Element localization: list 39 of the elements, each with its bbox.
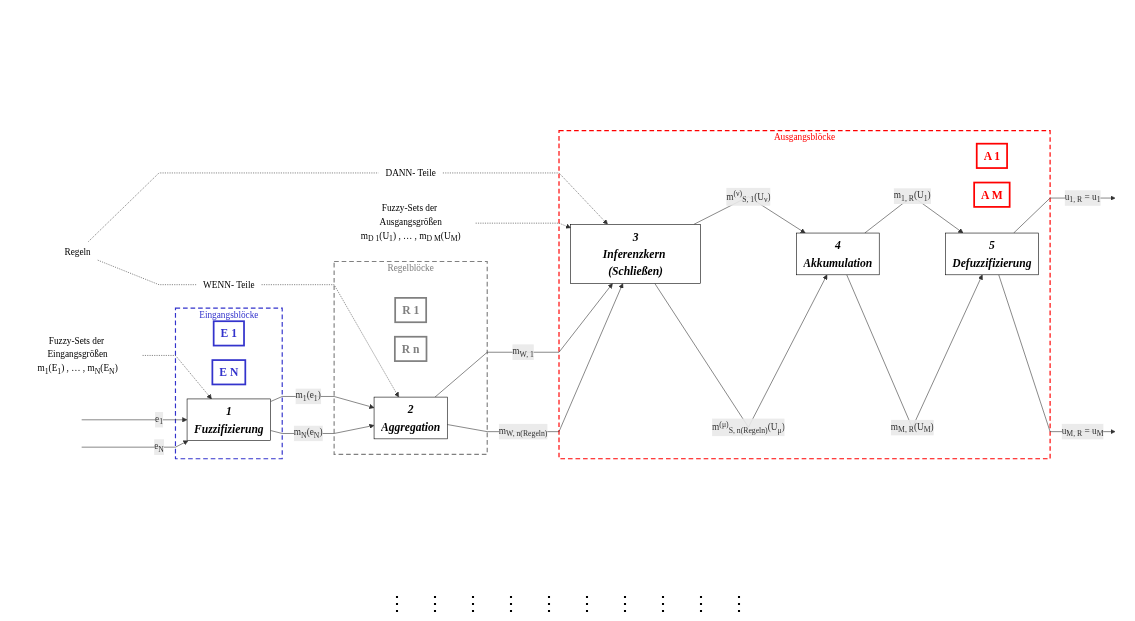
edge-label: m$^{(ν)}$$_{S, 1}$(U$_{ν}$) — [725, 188, 771, 204]
node-text: WENN- Teile — [202, 279, 255, 290]
ellipsis-mark: ⋮ — [386, 591, 407, 615]
node-box: R 1 — [393, 296, 427, 323]
node-box: 4 Akkumulation — [795, 232, 879, 275]
node-box: E N — [211, 359, 246, 386]
node-box: 5 Defuzzifizierung — [944, 232, 1039, 275]
edge-label: u$_{M, R}$ = u$_{M}$ — [1061, 425, 1104, 438]
edge-label: m$^{(μ)}$$_{S, n(Regeln)}$(U$_{μ}$) — [711, 419, 785, 435]
ellipsis-mark: ⋮ — [538, 591, 559, 615]
node-text: Fuzzy-Sets der Ausgangsgrößen m$_{D 1}$(U$_{1}$) , … , m$_{D M}$(U$_{M}$) — [360, 202, 461, 244]
edge-label: m$_{1}$(e$_{1}$) — [295, 390, 321, 403]
node-box: R n — [393, 335, 427, 362]
edge-label: m$_{1, R}$(U$_{1}$) — [893, 189, 931, 203]
node-box: 1 Fuzzifizierung — [186, 398, 271, 441]
edge-label: m$_{M, R}$(U$_{M}$) — [890, 421, 934, 434]
node-box: 3 Inferenzkern (Schließen) — [569, 223, 701, 284]
ellipsis-mark: ⋮ — [462, 591, 483, 615]
node-text: Fuzzy-Sets der Eingangsgrößen m$_{1}$(E$_{1}$) , … , m$_{N}$(E$_{N}$) — [36, 335, 118, 376]
ellipsis-mark: ⋮ — [576, 591, 597, 615]
edge-label: m$_{W, n(Regeln)}$ — [498, 425, 547, 438]
ellipsis-mark: ⋮ — [690, 591, 711, 615]
node-box: E 1 — [212, 320, 245, 347]
ellipsis-mark: ⋮ — [424, 591, 445, 615]
ellipsis-mark: ⋮ — [614, 591, 635, 615]
ellipsis-mark: ⋮ — [652, 591, 673, 615]
node-text: Regeln — [63, 246, 91, 257]
ellipsis-mark: ⋮ — [500, 591, 521, 615]
edge-label: u$_{1, R}$ = u$_{1}$ — [1064, 191, 1101, 204]
edge-label: e$_{N}$ — [153, 440, 164, 454]
connector — [96, 259, 196, 285]
node-box: A 1 — [975, 142, 1008, 169]
ellipsis-mark: ⋮ — [728, 591, 749, 615]
edge-label: m$_{N}$(e$_{N}$) — [293, 427, 323, 440]
edge-label: m$_{W, 1}$ — [511, 345, 534, 359]
edge-label: e$_{1}$ — [154, 413, 163, 426]
node-text: DANN- Teile — [384, 167, 436, 178]
node-box: A M — [972, 181, 1011, 208]
node-box: 2 Aggregation — [373, 396, 448, 439]
